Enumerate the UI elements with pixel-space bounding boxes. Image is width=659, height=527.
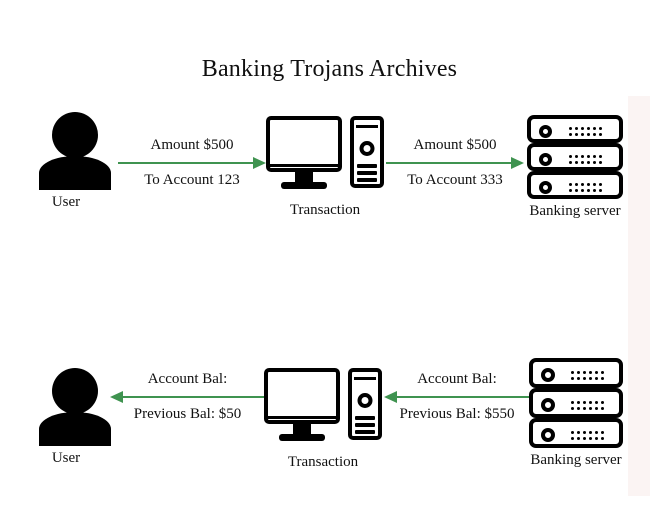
page-title: Banking Trojans Archives xyxy=(201,56,458,82)
flow-label-line1: Account Bal: xyxy=(417,371,497,387)
server-led-icon xyxy=(541,398,555,412)
server-led-icon xyxy=(539,181,552,194)
server-vent-dots xyxy=(569,183,602,192)
monitor-foot-shape xyxy=(279,434,325,441)
tower-slot-bar xyxy=(355,430,375,434)
user-body-shape xyxy=(39,412,111,446)
server-vent-dots xyxy=(569,127,602,136)
monitor-screen-shape xyxy=(264,368,340,424)
node-user-top: User xyxy=(30,112,120,211)
arrowhead-right-icon xyxy=(253,157,266,169)
flow-label-line2: Previous Bal: $550 xyxy=(399,406,515,422)
monitor-foot-shape xyxy=(281,182,327,189)
node-label-user-bottom: User xyxy=(51,450,81,466)
server-led-icon xyxy=(539,125,552,138)
arrowhead-left-icon xyxy=(110,391,123,403)
tower-top-bar xyxy=(354,377,376,380)
user-icon xyxy=(39,368,111,446)
flow-label-line2: To Account 123 xyxy=(144,172,240,188)
node-label-server-top: Banking server xyxy=(529,203,621,219)
server-rack-icon xyxy=(527,115,623,199)
user-icon xyxy=(39,112,111,190)
arrow-shaft xyxy=(386,162,513,164)
tower-slot-bar xyxy=(355,416,375,420)
flow-label-line1: Amount $500 xyxy=(413,137,497,153)
arrow-shaft xyxy=(395,396,530,398)
tower-slot-bar xyxy=(355,423,375,427)
background-band xyxy=(628,96,650,496)
monitor-chin-shape xyxy=(266,164,342,172)
tower-slot-bar xyxy=(357,178,377,182)
tower-power-dot-icon xyxy=(359,141,375,156)
server-vent-dots xyxy=(571,401,604,410)
flow-arrow-server-to-transaction: Account Bal: Previous Bal: $550 xyxy=(384,371,530,422)
flow-label-line1: Account Bal: xyxy=(147,371,228,387)
user-head-shape xyxy=(52,368,98,414)
node-label-user-top: User xyxy=(51,194,81,210)
node-transaction-top: Transaction xyxy=(266,116,384,219)
node-user-bottom: User xyxy=(30,368,120,467)
node-label-transaction-bottom: Transaction xyxy=(287,454,359,470)
flow-label-line2: Previous Bal: $50 xyxy=(133,406,242,422)
server-unit xyxy=(529,358,623,388)
desktop-computer-icon xyxy=(266,116,384,198)
server-led-icon xyxy=(541,428,555,442)
node-label-transaction-top: Transaction xyxy=(289,202,361,218)
arrowhead-right-icon xyxy=(511,157,524,169)
server-unit xyxy=(529,418,623,448)
server-vent-dots xyxy=(571,431,604,440)
server-unit xyxy=(527,171,623,199)
tower-case-shape xyxy=(348,368,382,440)
arrow-shaft xyxy=(118,162,255,164)
tower-slot-bar xyxy=(357,164,377,168)
monitor-screen-shape xyxy=(266,116,342,172)
server-unit xyxy=(529,388,623,418)
server-led-icon xyxy=(541,368,555,382)
user-head-shape xyxy=(52,112,98,158)
arrow-shaft xyxy=(121,396,265,398)
tower-power-dot-icon xyxy=(357,393,373,408)
server-led-icon xyxy=(539,153,552,166)
monitor-chin-shape xyxy=(264,416,340,424)
desktop-computer-icon xyxy=(264,368,382,450)
flow-label-line2: To Account 333 xyxy=(407,172,503,188)
user-body-shape xyxy=(39,156,111,190)
flow-arrow-user-to-transaction: Amount $500 To Account 123 xyxy=(118,137,266,188)
monitor-neck-shape xyxy=(295,172,313,182)
server-rack-icon xyxy=(529,358,623,448)
node-transaction-bottom: Transaction xyxy=(264,368,382,471)
server-unit xyxy=(527,115,623,143)
tower-slot-bar xyxy=(357,171,377,175)
tower-case-shape xyxy=(350,116,384,188)
node-label-server-bottom: Banking server xyxy=(530,452,622,468)
node-server-bottom: Banking server xyxy=(529,358,629,469)
flow-arrow-transaction-to-user: Account Bal: Previous Bal: $50 xyxy=(110,371,265,422)
flow-label-line1: Amount $500 xyxy=(150,137,234,153)
node-server-top: Banking server xyxy=(527,115,625,220)
server-unit xyxy=(527,143,623,171)
tower-top-bar xyxy=(356,125,378,128)
arrowhead-left-icon xyxy=(384,391,397,403)
flow-arrow-transaction-to-server: Amount $500 To Account 333 xyxy=(386,137,524,188)
server-vent-dots xyxy=(569,155,602,164)
server-vent-dots xyxy=(571,371,604,380)
monitor-neck-shape xyxy=(293,424,311,434)
